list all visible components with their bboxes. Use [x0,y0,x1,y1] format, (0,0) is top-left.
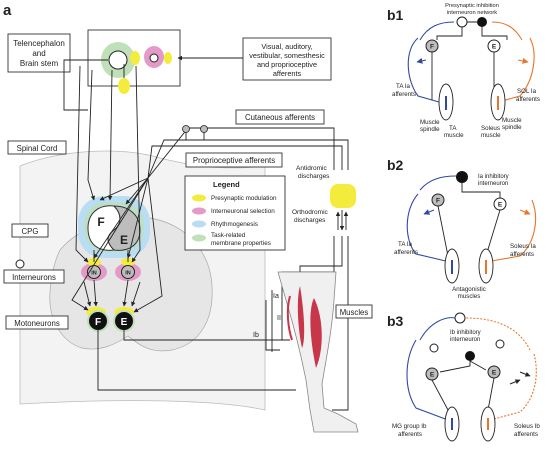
panel-label-b2: b2 [387,157,404,173]
b3-mg-aff-l1: MG group Ib [392,423,427,430]
b1-spindle-r-l2: spindle [502,124,522,131]
legend-swatch-rhythmogenesis [192,220,206,228]
proprioceptive-afferents-box: Proprioceptive afferents [185,152,283,168]
orthodromic-l1: Orthodromic [292,209,329,216]
visual-line1: Visual, auditory, [261,42,312,51]
fiber-ia-label: Ia [273,293,279,300]
motoneurons-label-box: Motoneurons [5,315,69,330]
cpg-extensor-label: E [120,233,128,247]
panel-label-a: a [3,2,12,19]
orthodromic-l2: discharges [294,217,326,224]
b1-spindle-l-l1: Muscle [420,119,440,126]
motoneuron-pair: F E [86,307,135,332]
legend-swatch-interneuronal [192,207,206,215]
muscles-label: Muscles [340,308,369,317]
cutaneous-label: Cutaneous afferents [245,113,315,122]
b2-ta-aff-l1: TA Ia [398,241,413,248]
b2-ta-aff-l2: afferents [394,249,418,256]
b2-f: F [436,198,440,205]
pathway-lines [63,55,349,411]
legend: Legend Presynaptic modulation Interneuro… [184,175,286,251]
b3-e2: E [492,370,497,377]
b3-e1: E [430,372,435,379]
motoneurons-label: Motoneurons [14,319,60,328]
antidromic-l2: discharges [298,173,330,180]
b1-diagram: Presynaptic inhibition interneuron netwo… [392,3,540,139]
b1-ta-aff-l2: afferents [392,91,416,98]
b1-soleus-l1: Soleus [481,125,500,132]
mn-extensor-label: E [121,317,128,328]
panel-label-b3: b3 [387,313,404,329]
b3-mg-aff-l2: afferents [398,431,422,438]
fiber-ii-label: II [277,315,281,322]
legend-swatch-task [192,234,206,242]
legend-label-task-1: Task-related [211,232,246,239]
telencephalon-line2: and [32,49,45,58]
b1-spindle-r-l1: Muscle [502,117,522,124]
antidromic-l1: Antidromic [296,165,327,172]
interneurons-label: Interneurons [12,273,56,282]
cutaneous-afferents-box: Cutaneous afferents [235,109,325,125]
b2-diagram: Ia inhibitory interneuron F E TA Ia affe… [394,171,536,300]
b1-network-open [456,16,468,28]
telencephalon-box: Telencephalon and Brain stem [7,33,71,73]
spinal-cord-label-box: Spinal Cord [7,140,67,155]
cpg-label: CPG [22,227,39,236]
b3-soleus-aff-l2: afferents [514,431,538,438]
brain-box [87,29,181,94]
legend-label-presynaptic: Presynaptic modulation [211,195,277,202]
leg-illustration [277,271,359,433]
b3-inter-l2: interneuron [450,337,480,343]
b1-sol-aff-l1: SOL Ia [517,88,537,95]
interneurons-label-group: Interneurons [3,259,65,284]
telencephalon-line1: Telencephalon [13,39,65,48]
fiber-ib-label: Ib [253,332,259,339]
legend-label-interneuronal: Interneuronal selection [211,208,275,215]
b2-soleus-aff-l2: afferents [510,251,534,258]
b1-e: E [492,44,497,51]
muscles-label-box: Muscles [335,304,373,319]
b2-antag-l1: Antagonistic [452,286,486,293]
b2-e: E [498,202,503,209]
b2-soleus-aff-l1: Soleus Ia [510,243,536,250]
legend-label-task-2: membrane properties [211,240,271,247]
b1-f: F [430,44,434,51]
visual-afferents-box: Visual, auditory, vestibular, somesthesi… [242,37,332,81]
mn-flexor-label: F [95,317,101,328]
legend-label-rhythmogenesis: Rhythmogenesis [211,221,258,228]
cpg-flexor-label: F [97,215,104,229]
b2-inter-l1: Ia inhibitory [478,174,509,180]
legend-title: Legend [213,180,240,189]
visual-line3: and proprioceptive [257,60,317,69]
cutaneous-receptors [182,125,208,133]
b2-inter-l2: interneuron [478,181,508,187]
legend-swatch-presynaptic [192,194,206,202]
b1-network-l2: interneuron network [447,10,497,16]
in-left-label: IN [91,271,97,277]
b1-soleus-l2: muscle [481,132,501,139]
visual-line2: vestibular, somesthesic [249,51,325,60]
proprioceptive-label: Proprioceptive afferents [193,156,275,165]
b3-inter-l1: Ib inhibitory [450,330,481,336]
visual-line4: afferents [273,69,302,78]
panel-label-b1: b1 [387,7,404,23]
telencephalon-line3: Brain stem [20,59,59,68]
b1-sol-aff-l2: afferents [516,96,540,103]
b1-network-l1: Presynaptic inhibition [445,3,499,9]
b1-ta-muscle-l2: muscle [444,132,464,139]
interneuron-pair: IN IN [81,258,141,281]
spinal-cord-label: Spinal Cord [17,144,58,153]
discharge-marker: Antidromic discharges Orthodromic discha… [292,165,356,224]
b1-ta-muscle-l1: TA [449,125,457,132]
in-right-label: IN [125,271,131,277]
b2-antag-l2: muscles [458,293,481,300]
b1-ta-aff-l1: TA Ia [396,83,411,90]
cpg-label-box: CPG [11,223,49,238]
b3-soleus-aff-l1: Soleus Ib [514,423,540,430]
b1-network-closed [477,17,487,27]
b3-diagram: Ib inhibitory interneuron E E MG group I… [392,312,540,442]
b1-spindle-l-l2: spindle [420,126,440,133]
